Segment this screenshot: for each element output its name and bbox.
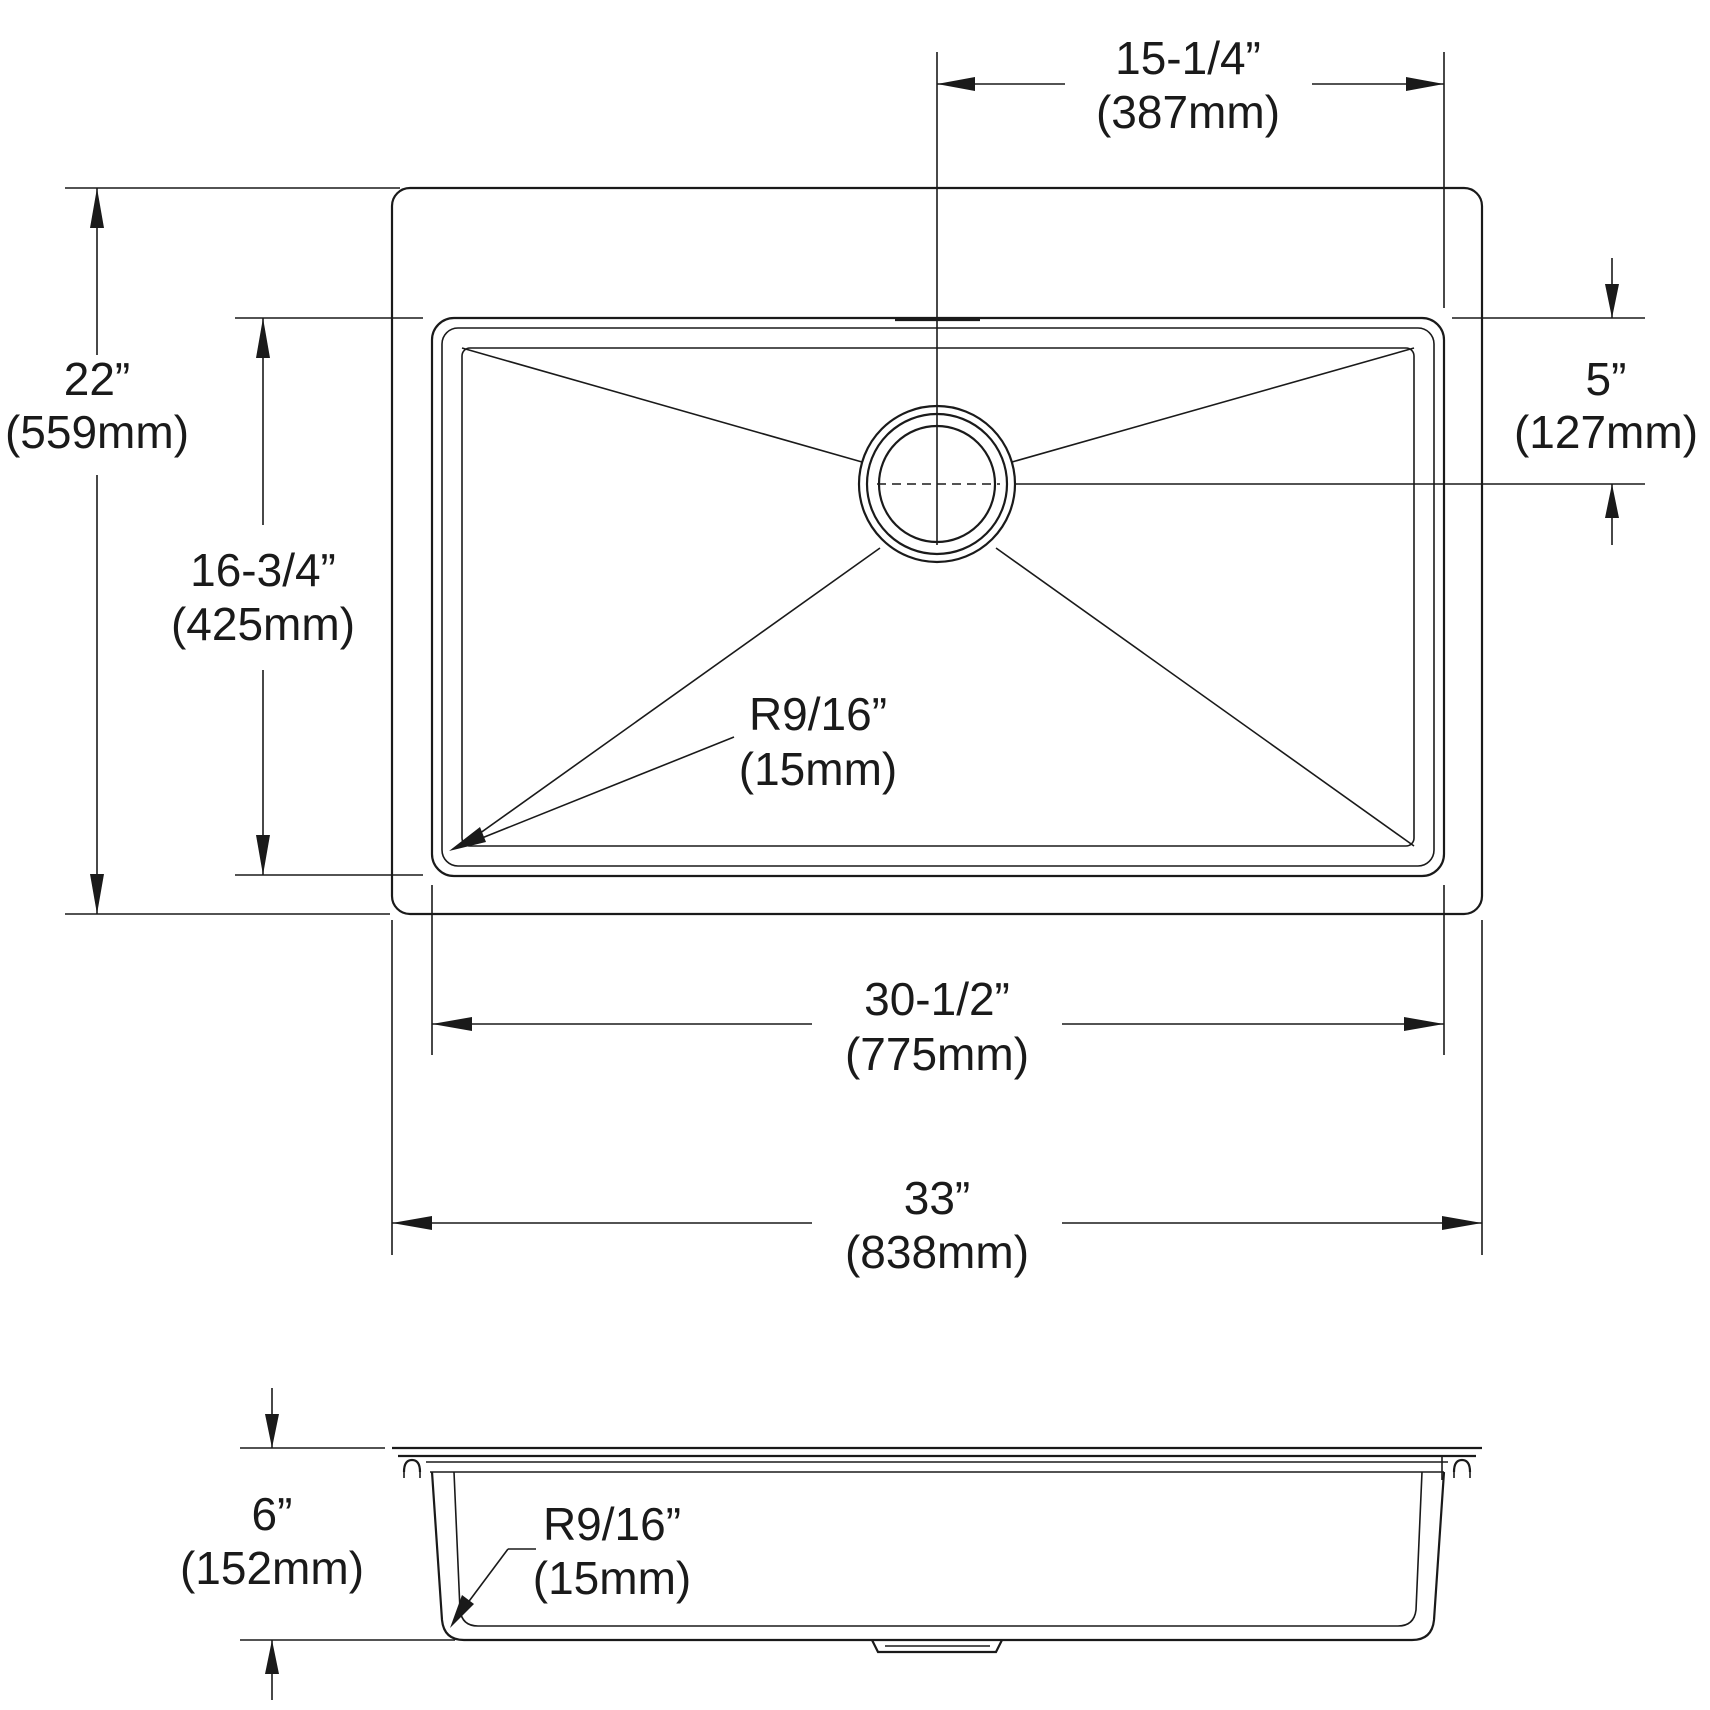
dim-depth-to-drain-imperial: 15-1/4” [1115,32,1261,84]
dim-overall-width: 33” (838mm) [392,1172,1482,1278]
dim-depth-to-drain-metric: (387mm) [1096,86,1280,138]
dim-overall-depth-imperial: 22” [64,353,130,405]
dim-bowl-depth-imperial: 16-3/4” [190,544,336,596]
bowl-side-inner [453,1471,1423,1627]
dim-bowl-width-imperial: 30-1/2” [864,973,1010,1025]
dim-overall-depth: 22” (559mm) [5,188,189,914]
dim-bowl-height-imperial: 6” [252,1488,293,1540]
right-clip [1452,1458,1472,1473]
dim-bowl-width: 30-1/2” (775mm) [432,973,1444,1080]
bowl-outer-outline [430,316,1446,878]
bowl-inner-rim [441,327,1435,867]
dim-overall-width-metric: (838mm) [845,1226,1029,1278]
dim-overall-depth-metric: (559mm) [5,406,189,458]
dim-overall-width-imperial: 33” [904,1172,970,1224]
dim-bowl-width-metric: (775mm) [845,1028,1029,1080]
left-clip [402,1458,422,1473]
bowl-floor-outline [461,347,1415,847]
dim-corner-radius-side-imperial: R9/16” [543,1498,681,1550]
drain-side [871,1639,1003,1654]
dim-corner-radius-side: R9/16” (15mm) [450,1498,691,1628]
side-view [240,1446,1482,1654]
dim-bowl-height-metric: (152mm) [180,1542,364,1594]
slope-line-br [995,547,1415,847]
dim-bowl-depth: 16-3/4” (425mm) [171,318,355,875]
dim-drain-offset-imperial: 5” [1586,353,1627,405]
dim-corner-radius-top-imperial: R9/16” [749,688,887,740]
dim-drain-offset: 5” (127mm) [1514,258,1698,545]
dim-depth-to-drain: 15-1/4” (387mm) [937,32,1444,138]
slope-line-tr [1011,347,1415,463]
slope-line-tl [461,347,863,463]
dim-corner-radius-top: R9/16” (15mm) [449,688,897,851]
slope-line-bl [461,547,881,847]
dim-corner-radius-top-metric: (15mm) [739,743,897,795]
dim-corner-radius-side-metric: (15mm) [533,1552,691,1604]
dim-bowl-depth-metric: (425mm) [171,598,355,650]
bowl-side-outer [430,1471,1446,1642]
top-view [65,52,1645,1255]
dim-drain-offset-metric: (127mm) [1514,406,1698,458]
dim-bowl-height: 6” (152mm) [180,1388,364,1700]
